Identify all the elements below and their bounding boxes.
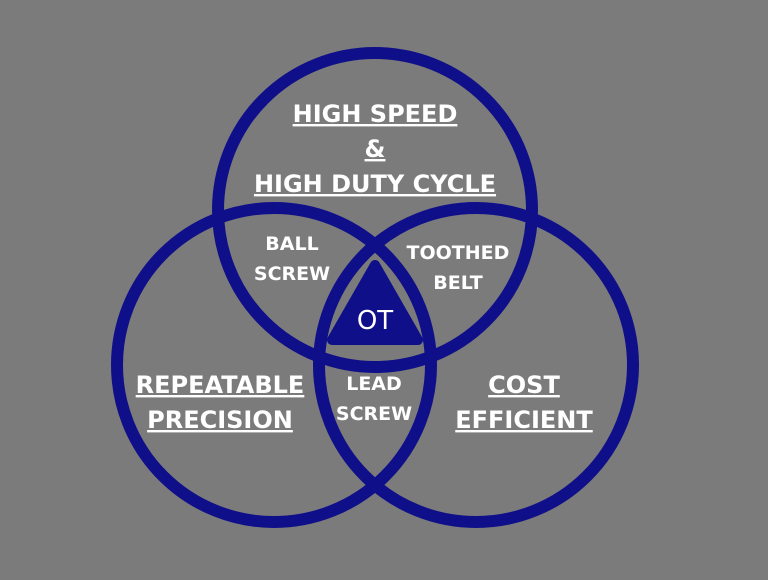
label-repeatable-precision-line2: PRECISION [147, 406, 293, 434]
label-lead-screw-line2: SCREW [336, 403, 412, 425]
label-cost-efficient-line2: EFFICIENT [455, 406, 593, 434]
label-lead-screw-line1: LEAD [346, 373, 402, 395]
label-toothed-belt-line2: BELT [433, 272, 482, 294]
label-high-speed-line1: HIGH SPEED [293, 100, 458, 128]
label-ball-screw-line1: BALL [265, 233, 318, 255]
label-toothed-belt-line1: TOOTHED [407, 242, 510, 264]
circle-repeatable-precision [111, 202, 437, 528]
circle-cost-efficient [313, 202, 639, 528]
center-region [327, 260, 423, 345]
label-high-speed-line3: HIGH DUTY CYCLE [254, 170, 496, 198]
label-ball-screw-line2: SCREW [254, 263, 330, 285]
circle-high-speed [212, 47, 538, 373]
label-high-speed-line2: & [365, 135, 386, 163]
label-cost-efficient-line1: COST [488, 371, 560, 399]
center-logo: OT [357, 306, 393, 336]
label-repeatable-precision-line1: REPEATABLE [136, 371, 305, 399]
